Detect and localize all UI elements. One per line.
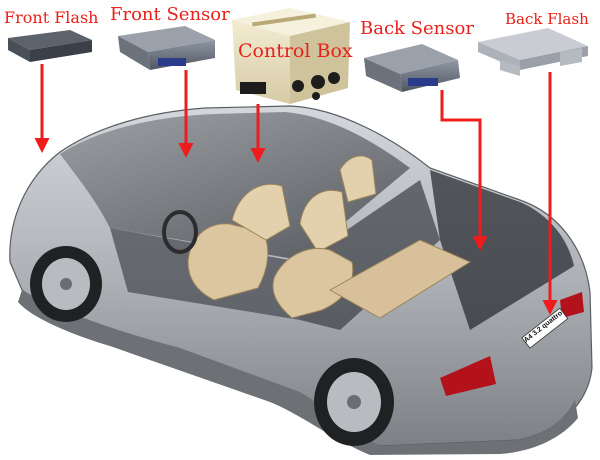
interior-seats [187,155,472,319]
back-sensor-device [364,44,460,92]
pointer-arrows [34,64,558,315]
car-illustration [9,105,593,455]
front-flash-device [8,30,92,62]
back-sensor-label: Back Sensor [360,18,474,39]
control-box-device [232,8,350,104]
arrow-back-sensor [440,90,488,251]
front-wheel [30,246,102,322]
front-sensor-device [118,26,215,70]
front-sensor-label: Front Sensor [110,4,230,25]
rear-wheel [314,358,394,446]
front-flash-label: Front Flash [4,8,99,27]
control-box-label: Control Box [238,40,353,62]
back-flash-device [478,28,588,76]
back-flash-label: Back Flash [505,10,589,28]
